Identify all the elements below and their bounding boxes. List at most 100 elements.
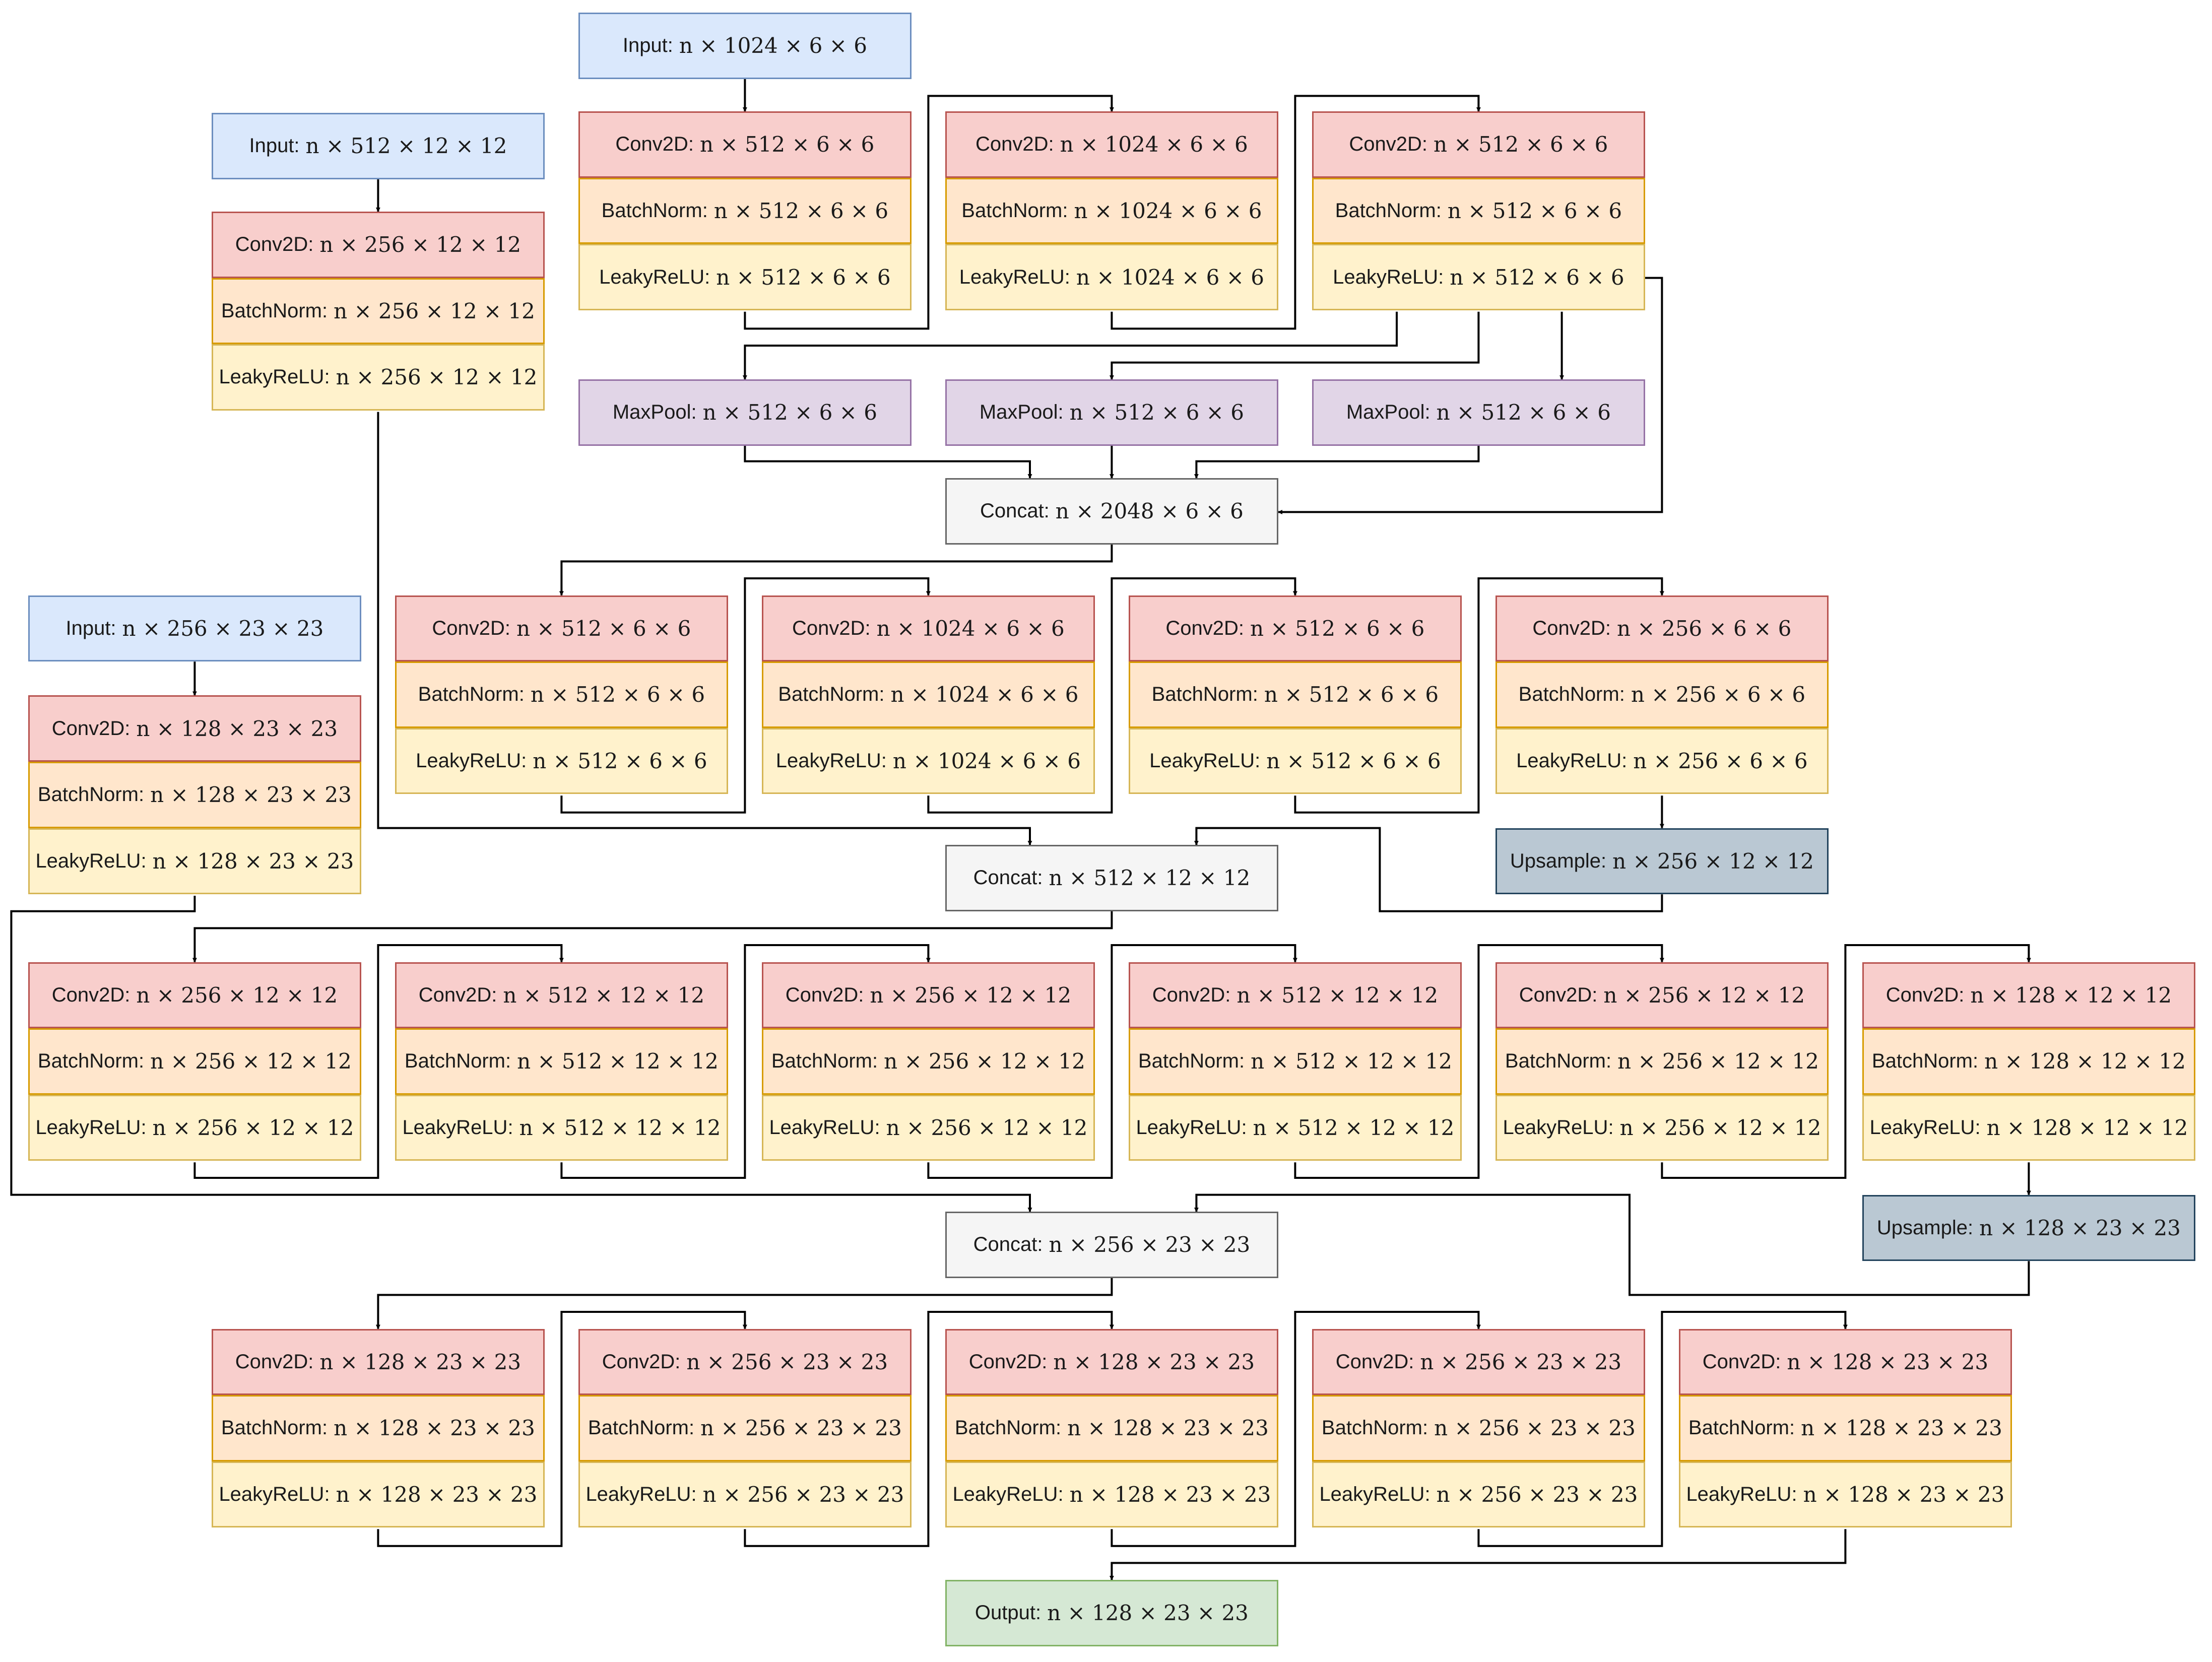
tensor-shape: n × 1024 × 6 × 6 [1076,264,1264,290]
leakyrelu-layer: LeakyReLU:n × 256 × 23 × 23 [1312,1461,1645,1528]
tensor-shape: n × 256 × 23 × 23 [122,616,324,641]
batchnorm-layer: BatchNorm:n × 512 × 6 × 6 [578,177,912,244]
node-label: Concat: [973,867,1043,889]
node-label: Conv2D: [51,717,131,740]
node-label: Input: [622,34,673,57]
batchnorm-layer: BatchNorm:n × 1024 × 6 × 6 [945,177,1278,244]
node-label: Output: [974,1602,1042,1624]
edge-arrow [560,944,931,1179]
conv2d-layer: Conv2D:n × 512 × 6 × 6 [578,111,912,178]
node-label: Conv2D: [1165,617,1245,639]
node-label: BatchNorm: [954,1417,1062,1439]
node-label: LeakyReLU: [1333,265,1444,288]
edge-arrow [1277,277,1663,514]
tensor-shape: n × 2048 × 6 × 6 [1055,499,1244,524]
batchnorm-layer: BatchNorm:n × 256 × 23 × 23 [1312,1395,1645,1461]
edge-arrow [1194,1193,2030,1296]
tensor-shape: n × 128 × 23 × 23 [1047,1601,1249,1626]
edge-arrow [375,1278,1113,1329]
tensor-shape: n × 512 × 12 × 12 [517,1049,719,1074]
node-label: LeakyReLU: [219,366,330,388]
leakyrelu-layer: LeakyReLU:n × 256 × 12 × 12 [1495,1094,1829,1161]
leakyrelu-layer: LeakyReLU: n × 512 × 6 × 6 [1312,244,1645,310]
leakyrelu-layer: LeakyReLU:n × 128 × 23 × 23 [28,828,361,895]
tensor-shape: n × 256 × 12 × 12 [1619,1115,1821,1141]
node-label: LeakyReLU: [769,1116,880,1139]
tensor-shape: n × 128 × 23 × 23 [1069,1482,1271,1507]
input-node: Input:n × 1024 × 6 × 6 [578,13,912,79]
tensor-shape: n × 256 × 12 × 12 [870,982,1072,1008]
maxpool-node: MaxPool:n × 512 × 6 × 6 [945,379,1278,446]
tensor-shape: n × 512 × 6 × 6 [1069,400,1244,425]
node-label: MaxPool: [1346,401,1430,424]
edge-arrow [1294,577,1664,814]
leakyrelu-layer: LeakyReLU:n × 512 × 12 × 12 [395,1094,728,1161]
node-label: Conv2D: [1885,983,1965,1006]
batchnorm-layer: BatchNorm:n × 128 × 23 × 23 [212,1395,545,1461]
tensor-shape: n × 1024 × 6 × 6 [876,616,1065,641]
tensor-shape: n × 256 × 23 × 23 [1049,1232,1251,1257]
conv2d-layer: Conv2D:n × 128 × 23 × 23 [945,1328,1278,1395]
edge-arrow [560,577,931,814]
maxpool-node: MaxPool:n × 512 × 6 × 6 [578,379,912,446]
tensor-shape: n × 128 × 23 × 23 [1801,1416,2002,1441]
tensor-shape: n × 128 × 23 × 23 [1067,1416,1269,1441]
tensor-shape: n × 1024 × 6 × 6 [1074,198,1262,224]
conv2d-layer: Conv2D:n × 256 × 23 × 23 [1312,1328,1645,1395]
conv2d-layer: Conv2D:n × 256 × 12 × 12 [28,962,361,1029]
conv2d-layer: Conv2D:n × 512 × 6 × 6 [395,595,728,662]
node-label: LeakyReLU: [775,750,887,772]
tensor-shape: n × 256 × 12 × 12 [150,1049,352,1074]
node-label: BatchNorm: [1518,683,1625,706]
tensor-shape: n × 512 × 12 × 12 [503,982,705,1008]
upsample-node: Upsample:n × 256 × 12 × 12 [1495,828,1829,895]
leakyrelu-layer: LeakyReLU:n × 256 × 23 × 23 [578,1461,912,1528]
tensor-shape: n × 512 × 6 × 6 [516,616,691,641]
tensor-shape: n × 1024 × 6 × 6 [892,749,1081,774]
tensor-shape: n × 256 × 12 × 12 [1603,982,1805,1008]
edge-arrow [1661,944,2031,1179]
conv2d-layer: Conv2D:n × 512 × 6 × 6 [1129,595,1462,662]
leakyrelu-layer: LeakyReLU:n × 1024 × 6 × 6 [945,244,1278,310]
tensor-shape: n × 1024 × 6 × 6 [1060,132,1248,157]
node-label: Conv2D: [432,617,511,639]
conv2d-layer: Conv2D:n × 256 × 12 × 12 [212,212,545,278]
maxpool-node: MaxPool: n × 512 × 6 × 6 [1312,379,1645,446]
tensor-shape: n × 128 × 23 × 23 [136,716,338,741]
node-label: BatchNorm: [1688,1417,1795,1439]
node-label: BatchNorm: [1138,1050,1245,1073]
tensor-shape: n × 128 × 12 × 12 [1970,982,2172,1008]
tensor-shape: n × 128 × 12 × 12 [1984,1049,2186,1074]
node-label: BatchNorm: [1151,683,1258,706]
leakyrelu-layer: LeakyReLU:n × 128 × 23 × 23 [212,1461,545,1528]
leakyrelu-layer: LeakyReLU:n × 512 × 6 × 6 [1129,727,1462,794]
upsample-node: Upsample:n × 128 × 23 × 23 [1862,1194,2195,1261]
node-label: LeakyReLU: [1319,1483,1430,1506]
node-label: BatchNorm: [1335,200,1442,222]
batchnorm-layer: BatchNorm:n × 256 × 12 × 12 [1495,1028,1829,1095]
tensor-shape: n × 512 × 12 × 12 [1253,1115,1455,1141]
leakyrelu-layer: LeakyReLU:n × 512 × 6 × 6 [395,727,728,794]
conv2d-layer: Conv2D:n × 128 × 23 × 23 [212,1328,545,1395]
tensor-shape: n × 256 × 6 × 6 [1617,616,1792,641]
node-label: Input: [249,135,300,157]
edge-arrow [193,944,564,1179]
node-label: LeakyReLU: [1149,750,1261,772]
tensor-shape: n × 128 × 23 × 23 [336,1482,538,1507]
node-label: Conv2D: [1335,1350,1414,1373]
leakyrelu-layer: LeakyReLU:n × 512 × 12 × 12 [1129,1094,1462,1161]
tensor-shape: n × 256 × 12 × 12 [336,365,538,390]
tensor-shape: n × 512 × 6 × 6 [702,400,877,425]
tensor-shape: n × 512 × 6 × 6 [1436,400,1611,425]
tensor-shape: n × 128 × 23 × 23 [152,848,354,874]
tensor-shape: n × 512 × 6 × 6 [1450,264,1624,290]
tensor-shape: n × 512 × 12 × 12 [519,1115,721,1141]
conv2d-layer: Conv2D:n × 256 × 6 × 6 [1495,595,1829,662]
node-label: BatchNorm: [418,683,525,706]
edge-arrow [1111,1311,1481,1547]
tensor-shape: n × 1024 × 6 × 6 [890,682,1079,707]
edge-arrow [377,1311,747,1547]
tensor-shape: n × 512 × 6 × 6 [716,264,891,290]
edge-arrow [10,896,1032,1213]
node-label: BatchNorm: [1321,1417,1428,1439]
